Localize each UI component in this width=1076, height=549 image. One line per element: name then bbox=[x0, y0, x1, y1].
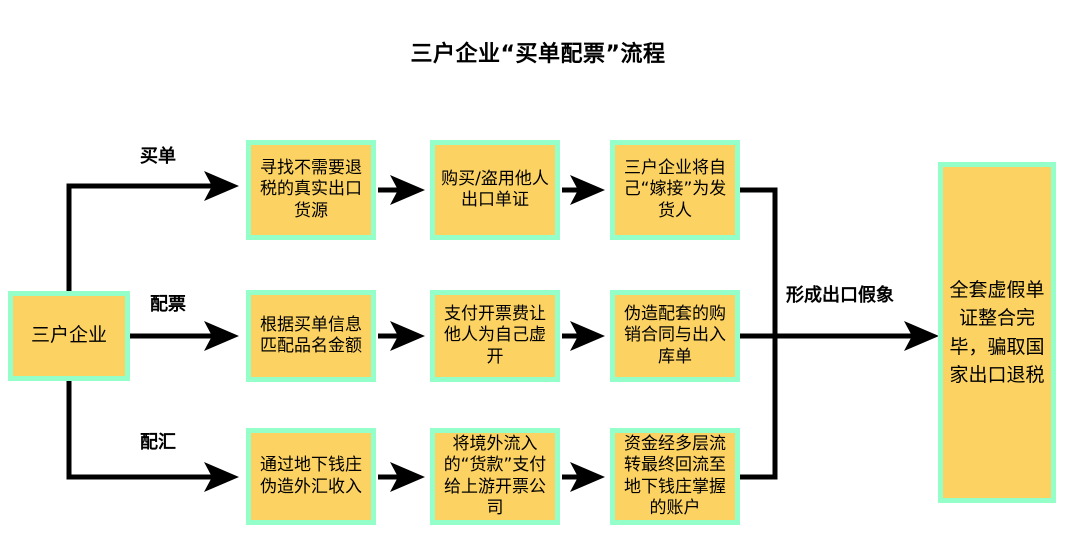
node-label: 伪造配套的购销合同与出入库单 bbox=[624, 303, 726, 367]
node-branch1-step2[interactable]: 购买/盗用他人出口单证 bbox=[430, 140, 560, 240]
node-label: 全套虚假单证整合完毕，骗取国家出口退税 bbox=[949, 278, 1045, 387]
node-label: 三户企业将自己“嫁接”为发货人 bbox=[623, 157, 727, 221]
edge-label-merge: 形成出口假象 bbox=[786, 285, 894, 306]
edge-label-branch-2: 配票 bbox=[150, 294, 186, 315]
node-source-enterprise[interactable]: 三户企业 bbox=[8, 291, 130, 381]
node-label: 将境外流入的“货款”支付给上游开票公司 bbox=[443, 433, 547, 518]
node-branch1-step3[interactable]: 三户企业将自己“嫁接”为发货人 bbox=[610, 140, 740, 240]
page-title: 三户企业“买单配票”流程 bbox=[410, 42, 666, 67]
node-branch2-step1[interactable]: 根据买单信息匹配品名金额 bbox=[246, 290, 376, 382]
node-branch2-step3[interactable]: 伪造配套的购销合同与出入库单 bbox=[610, 290, 740, 382]
node-label: 资金经多层流转最终回流至地下钱庄掌握的账户 bbox=[624, 433, 726, 518]
node-label: 支付开票费让他人为自己虚开 bbox=[444, 303, 546, 367]
node-branch1-step1[interactable]: 寻找不需要退税的真实出口货源 bbox=[246, 140, 376, 240]
node-branch3-step1[interactable]: 通过地下钱庄伪造外汇收入 bbox=[246, 428, 376, 525]
edge-label-branch-1: 买单 bbox=[140, 146, 176, 167]
edge-label-branch-3: 配汇 bbox=[140, 432, 176, 453]
merge-bus bbox=[740, 187, 940, 480]
node-branch3-step3[interactable]: 资金经多层流转最终回流至地下钱庄掌握的账户 bbox=[610, 428, 740, 525]
node-label: 三户企业 bbox=[30, 324, 107, 347]
node-label: 通过地下钱庄伪造外汇收入 bbox=[260, 455, 362, 497]
node-branch2-step2[interactable]: 支付开票费让他人为自己虚开 bbox=[430, 290, 560, 382]
node-label: 根据买单信息匹配品名金额 bbox=[260, 314, 362, 356]
node-final-outcome[interactable]: 全套虚假单证整合完毕，骗取国家出口退税 bbox=[938, 162, 1056, 503]
node-label: 寻找不需要退税的真实出口货源 bbox=[260, 157, 362, 221]
node-label: 购买/盗用他人出口单证 bbox=[441, 168, 549, 210]
node-branch3-step2[interactable]: 将境外流入的“货款”支付给上游开票公司 bbox=[430, 428, 560, 525]
